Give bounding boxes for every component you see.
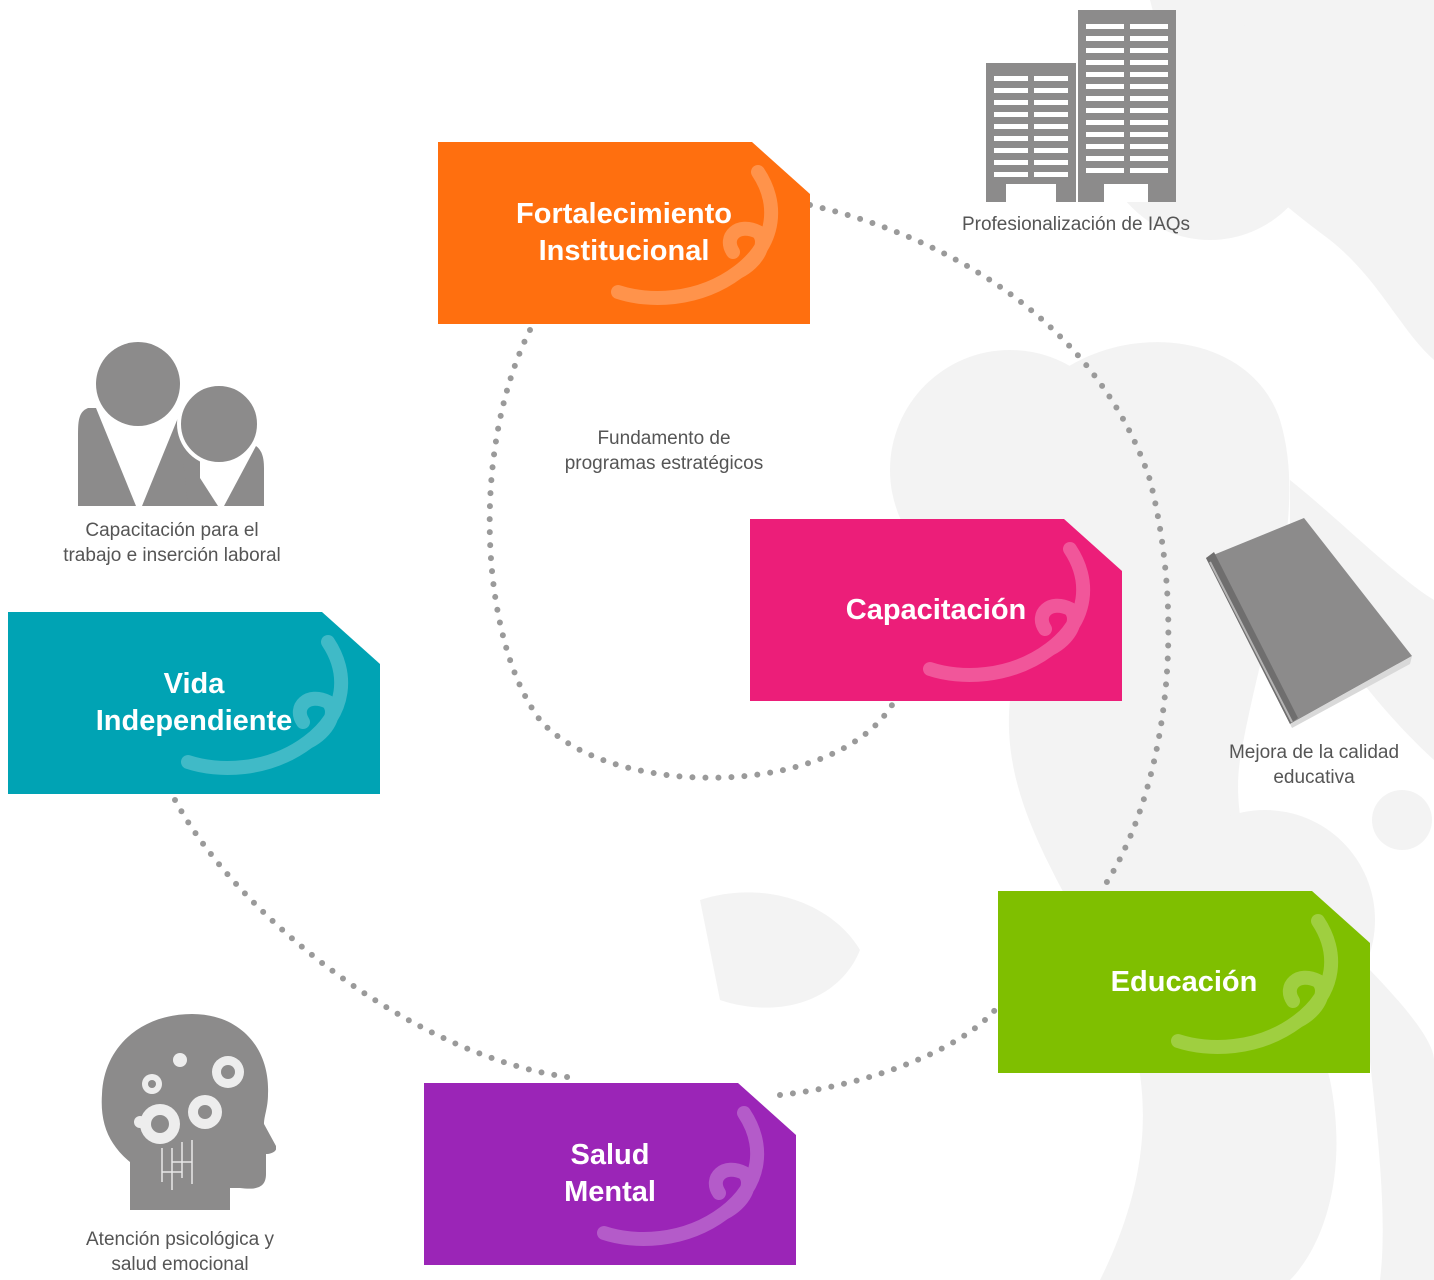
dotted-arc-bottom	[172, 797, 578, 1081]
dotted-arc-outer	[807, 202, 1172, 888]
people-icon	[78, 342, 264, 506]
card-title-line-1: Educación	[1110, 965, 1258, 998]
caption-line-2: programas estratégicos	[564, 453, 764, 474]
caption-line-1: Atención psicológica y	[86, 1229, 274, 1250]
card-title-line-1: Fortalecimiento	[516, 198, 732, 230]
card-capacitacion[interactable]: Capacitación	[750, 519, 1122, 701]
caption-mejora-calidad: Mejora de la calidad educativa	[1194, 740, 1434, 790]
caption-line-2: educativa	[1273, 767, 1355, 788]
card-salud-mental[interactable]: Salud Mental	[424, 1083, 796, 1265]
dotted-arc-educacion	[777, 1007, 998, 1098]
card-fortalecimiento-institucional[interactable]: Fortalecimiento Institucional	[438, 142, 810, 324]
head-gears-icon	[101, 1014, 276, 1210]
caption-line-2: trabajo e inserción laboral	[63, 545, 281, 566]
caption-line-1: Fundamento de	[597, 428, 731, 449]
caption-line-1: Capacitación para el	[85, 520, 259, 541]
card-educacion[interactable]: Educación	[998, 891, 1370, 1073]
card-title-line-1: Salud	[570, 1139, 650, 1171]
card-title-line-2: Institucional	[538, 235, 710, 267]
dotted-arc-inner	[486, 327, 898, 781]
card-title-line-2: Independiente	[95, 705, 293, 737]
book-icon	[1206, 518, 1412, 728]
swirl-ornament	[923, 542, 1091, 682]
caption-profesionalizacion: Profesionalización de IAQs	[926, 212, 1226, 237]
caption-capacitacion-trabajo: Capacitación para el trabajo e inserción…	[22, 518, 322, 568]
caption-atencion-psicologica: Atención psicológica y salud emocional	[30, 1227, 330, 1277]
swirl-ornament	[597, 1106, 765, 1246]
card-title-line-2: Mental	[564, 1176, 656, 1208]
caption-line-1: Profesionalización de IAQs	[961, 214, 1191, 235]
card-vida-independiente[interactable]: Vida Independiente	[8, 612, 380, 794]
caption-line-1: Mejora de la calidad	[1228, 742, 1400, 763]
card-title-line-1: Capacitación	[845, 593, 1027, 626]
swirl-ornament	[611, 165, 779, 305]
swirl-ornament	[181, 635, 349, 775]
swirl-ornament	[1171, 914, 1339, 1054]
card-title-line-1: Vida	[163, 668, 225, 700]
buildings-icon	[986, 10, 1176, 202]
caption-fundamento: Fundamento de programas estratégicos	[514, 426, 814, 476]
caption-line-2: salud emocional	[111, 1254, 249, 1275]
